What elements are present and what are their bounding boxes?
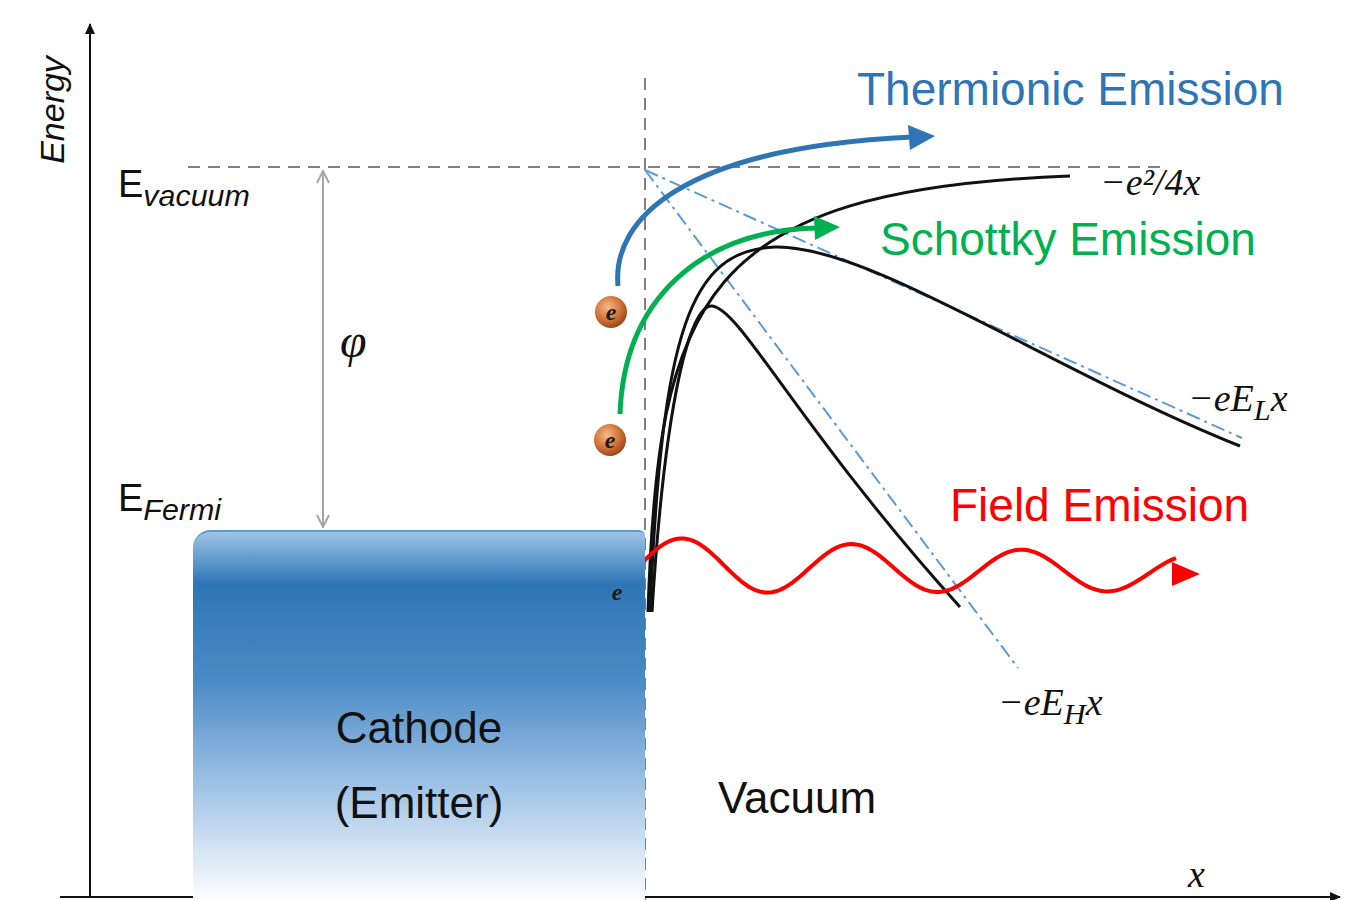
process-label: Schottky Emission (880, 212, 1256, 267)
formula-label: −e²/4x (1100, 161, 1200, 203)
formula-label: −eE (1188, 377, 1254, 419)
region-label: Vacuum (718, 773, 876, 822)
schottky-arrowhead (814, 216, 840, 240)
electron-label: e (605, 427, 616, 453)
work-function-symbol: φ (340, 314, 367, 367)
thermionic-arrow (618, 137, 912, 286)
vacuum-level (188, 166, 1165, 168)
axis-label: x (1188, 852, 1205, 898)
schottky-arrow (620, 228, 818, 414)
electron-label: e (612, 578, 623, 607)
energy-level-label: Fermi (143, 492, 221, 526)
process-label: Schottky Emission (880, 213, 1256, 265)
energy-level-label: E (118, 163, 143, 205)
electron-label: e (612, 579, 623, 605)
formula-label: −eEHx (998, 680, 1103, 732)
energy-level-label: EFermi (118, 476, 221, 527)
formula-label: L (1254, 393, 1271, 427)
formula-label: −eE (998, 681, 1064, 723)
low-field-barrier (650, 247, 1240, 612)
process-label: Thermionic Emission (857, 63, 1284, 115)
field-emission-wave (640, 538, 1176, 592)
formula-label: x (1086, 681, 1103, 723)
high-field-barrier (652, 306, 960, 612)
process-label: Field Emission (950, 479, 1249, 531)
thermionic-arrowhead (908, 125, 935, 150)
electron-label: e (606, 299, 617, 325)
electron (595, 296, 627, 328)
energy-level-label: vacuum (143, 178, 249, 212)
block-label: Cathode (Emitter) (289, 690, 549, 840)
electron-label: e (605, 426, 616, 455)
axis-label: x (1188, 853, 1205, 895)
axis-title: Energy (33, 56, 71, 164)
work-function-symbol: φ (340, 312, 367, 370)
formula-label: H (1064, 697, 1086, 731)
energy-level-label: E (118, 477, 143, 519)
energy-level-label: Evacuum (118, 162, 250, 213)
process-label: Thermionic Emission (857, 62, 1284, 117)
formula-label: −e²/4x (1100, 160, 1200, 206)
energy-axis (89, 24, 91, 898)
cathode-block: Cathode (Emitter) (193, 530, 645, 900)
region-label: Vacuum (718, 772, 876, 825)
work-function-arrow (322, 172, 324, 526)
formula-label: −eELx (1188, 376, 1288, 428)
electron (594, 424, 626, 456)
process-label: Field Emission (950, 478, 1249, 533)
field-emission-arrowhead (1172, 562, 1200, 586)
electron-label: e (606, 298, 617, 327)
axis-title: Energy (32, 56, 73, 164)
formula-label: x (1271, 377, 1288, 419)
